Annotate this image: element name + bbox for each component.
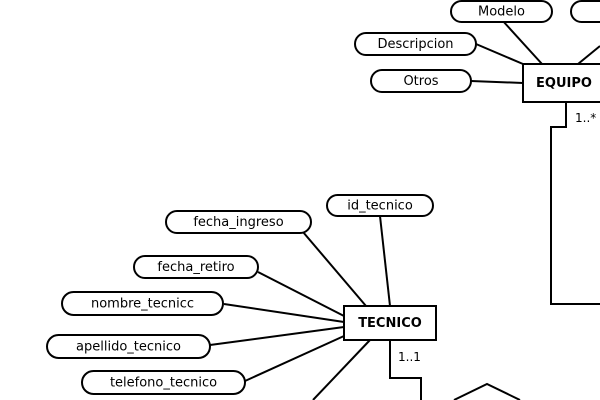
link-id-tecnico [379, 215, 391, 307]
entity-equipo-label: EQUIPO [536, 76, 592, 91]
attribute-modelo: Modelo [450, 0, 553, 23]
cardinality-equipo: 1..* [575, 111, 596, 125]
link-fecha-ingreso [302, 231, 367, 307]
entity-tecnico: TECNICO [343, 305, 437, 341]
attribute-modelo-label: Modelo [478, 5, 525, 20]
relationship-diamond-partial [453, 382, 521, 400]
attribute-fecha-ingreso-label: fecha_ingreso [193, 215, 283, 230]
link-offscreen-attr-equipo [577, 45, 600, 65]
attribute-descripcion: Descripcion [354, 32, 477, 56]
relation-connector-tecnico [389, 340, 422, 400]
attribute-fecha-ingreso: fecha_ingreso [165, 210, 312, 234]
attribute-telefono-tecnico: telefono_tecnico [81, 370, 246, 395]
link-telefono-tecnico [244, 335, 345, 382]
attribute-nombre-tecnico: nombre_tecnicc [61, 291, 224, 316]
attribute-nombre-tecnico-label: nombre_tecnicc [91, 297, 194, 312]
attribute-otros: Otros [370, 69, 472, 93]
entity-equipo: EQUIPO [522, 63, 600, 103]
entity-tecnico-label: TECNICO [358, 316, 422, 331]
attribute-descripcion-label: Descripcion [377, 37, 453, 52]
attribute-id-tecnico-label: id_tecnico [347, 199, 413, 214]
link-modelo-equipo [501, 19, 543, 65]
link-nombre-tecnico [223, 303, 345, 323]
attribute-apellido-tecnico-label: apellido_tecnico [76, 340, 181, 355]
connector-lines [209, 19, 600, 400]
attribute-offscreen-equipo [570, 0, 600, 23]
attribute-id-tecnico: id_tecnico [326, 194, 434, 217]
attribute-otros-label: Otros [403, 74, 438, 89]
attribute-telefono-tecnico-label: telefono_tecnico [110, 376, 217, 391]
attribute-apellido-tecnico: apellido_tecnico [46, 334, 211, 359]
attribute-fecha-retiro-label: fecha_retiro [157, 260, 234, 275]
attribute-fecha-retiro: fecha_retiro [133, 255, 259, 279]
cardinality-tecnico: 1..1 [398, 350, 421, 364]
link-fecha-retiro [257, 271, 345, 317]
link-offscreen-tecnico [312, 339, 371, 400]
relation-connector-equipo [550, 103, 600, 305]
link-descripcion-equipo [475, 43, 524, 65]
link-otros-equipo [470, 80, 524, 84]
link-apellido-tecnico [209, 326, 345, 346]
